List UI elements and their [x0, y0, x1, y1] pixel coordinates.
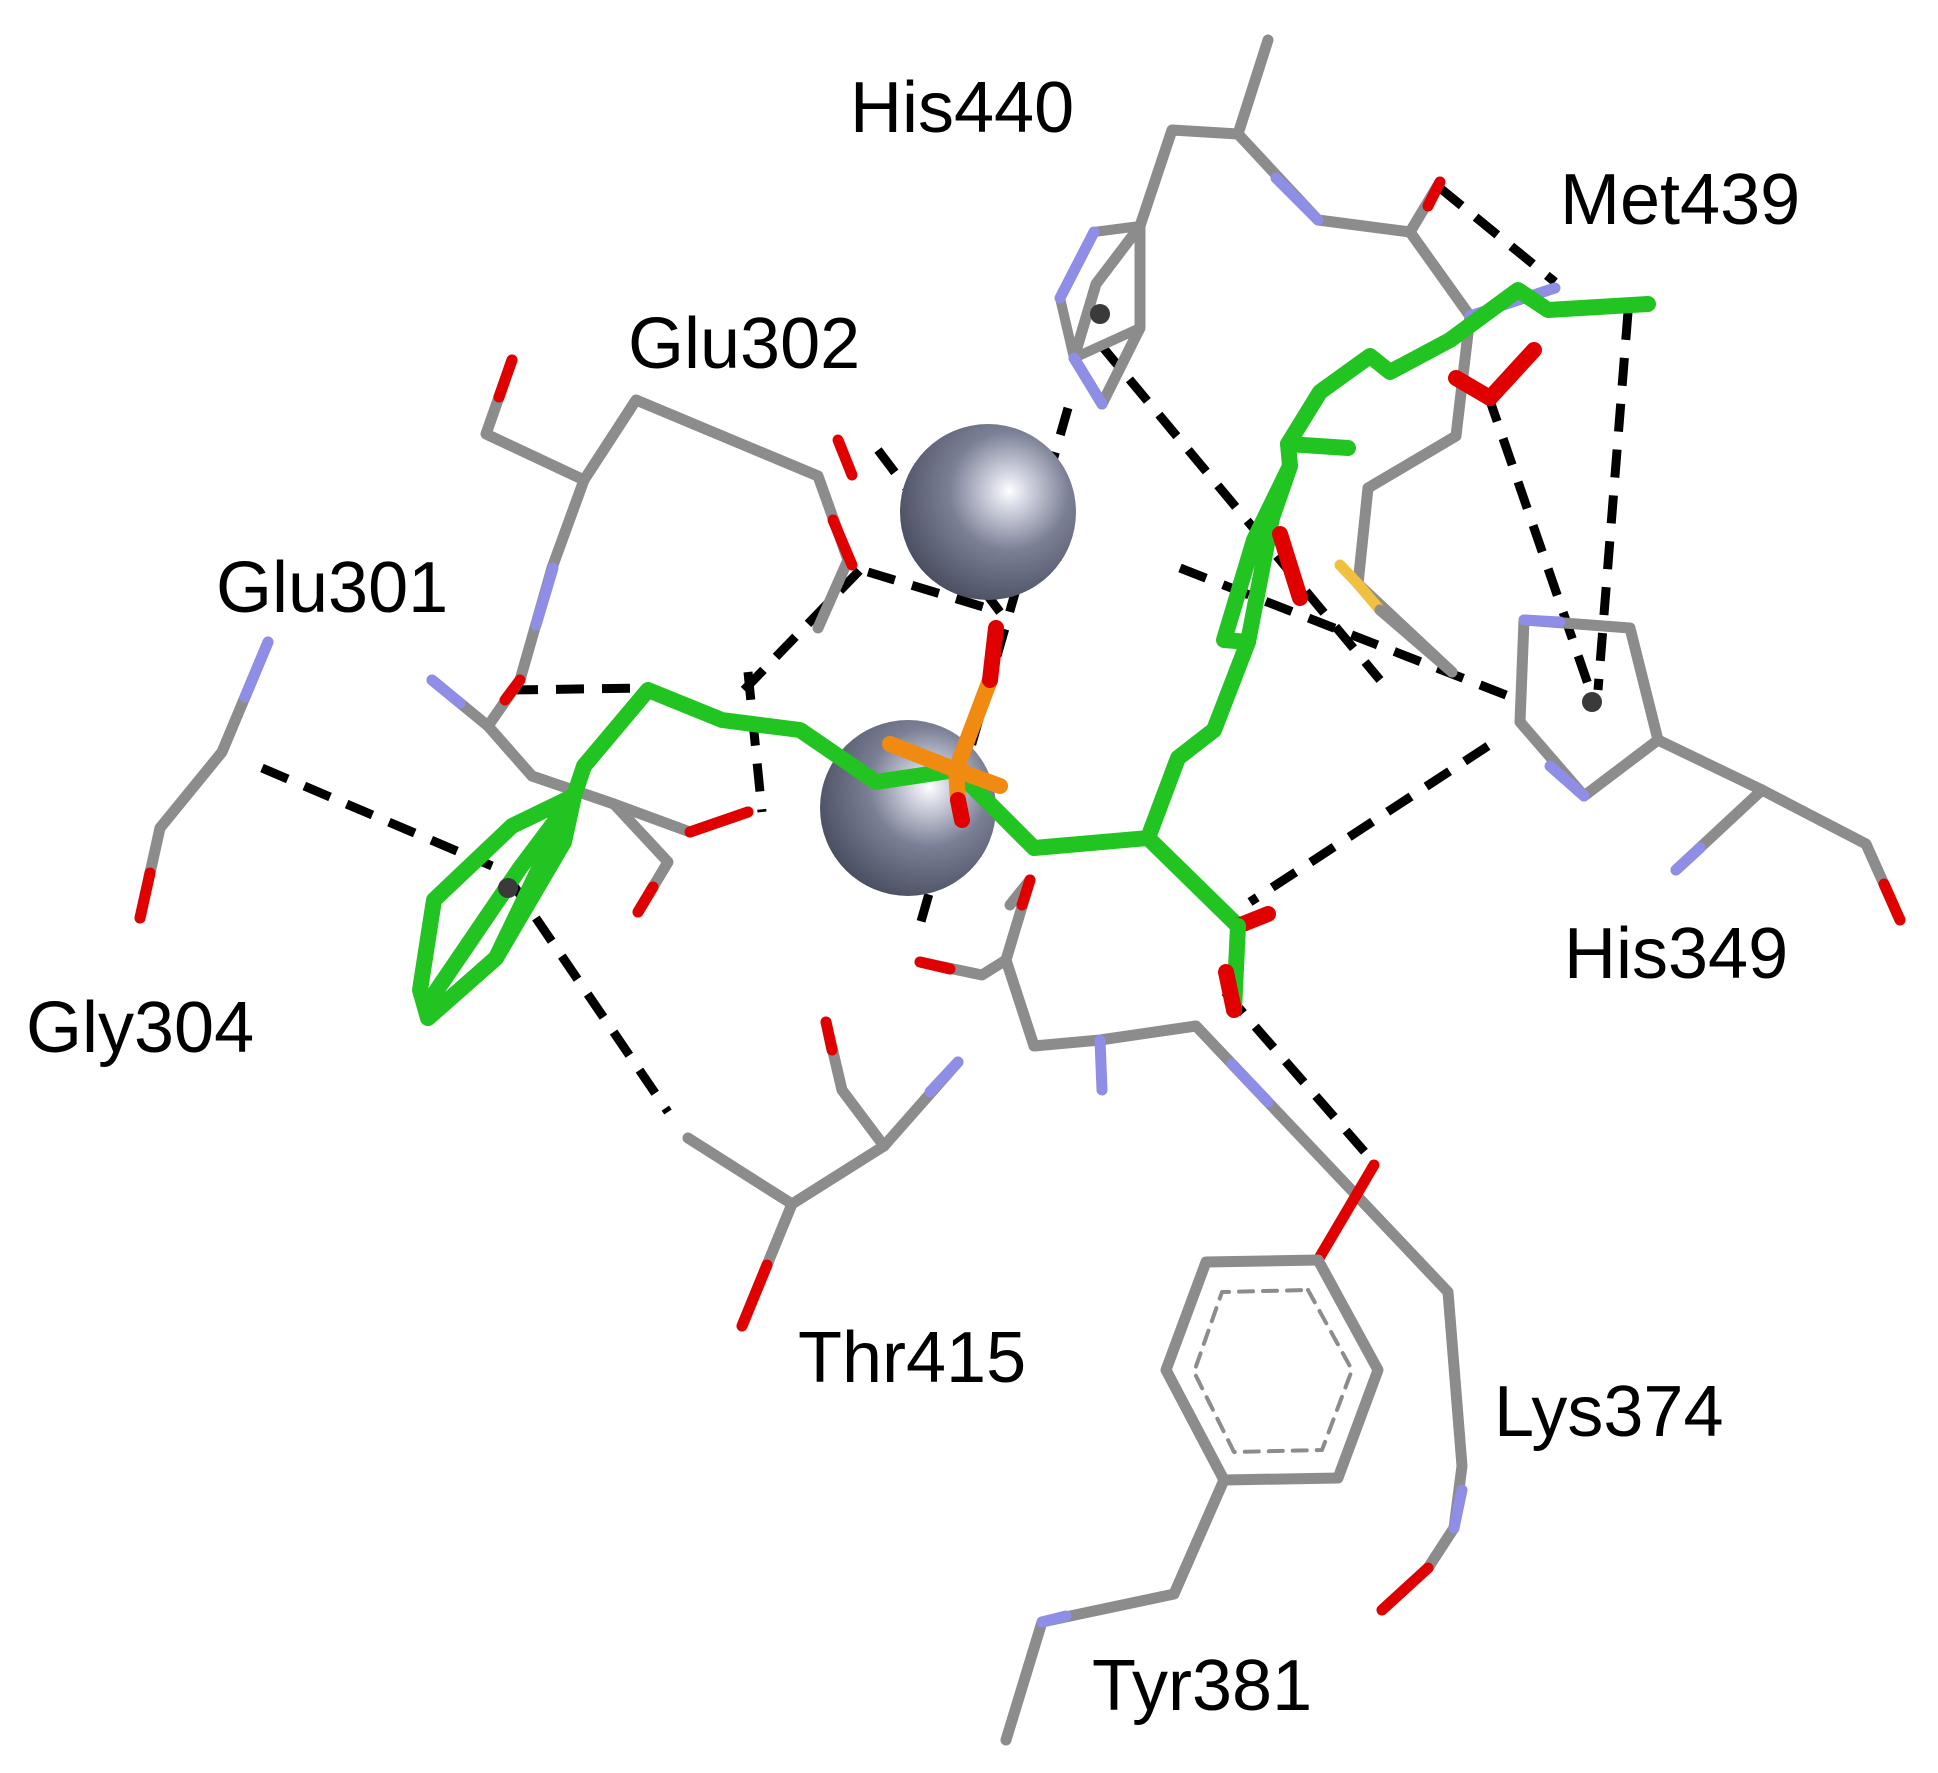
residue-his440-sticks — [1054, 34, 1561, 678]
residue-his349-sticks — [1514, 614, 1906, 926]
label-glu302: Glu302 — [628, 304, 861, 384]
ligand-molecule — [412, 282, 1656, 1026]
label-met439: Met439 — [1560, 160, 1801, 240]
label-gly304: Gly304 — [26, 988, 255, 1068]
residue-loop-sticks — [914, 874, 1468, 1616]
residue-glu301-glu302-sticks — [426, 354, 858, 918]
label-tyr381: Tyr381 — [1092, 1646, 1313, 1726]
metal-ions — [820, 424, 1076, 896]
centroid-his349 — [1582, 692, 1602, 712]
zinc-ion-upper — [900, 424, 1076, 600]
centroid-phenyl — [498, 878, 518, 898]
protein-residues — [134, 34, 1906, 1746]
label-glu301: Glu301 — [216, 548, 449, 628]
label-his440: His440 — [850, 68, 1075, 148]
interaction-lines — [260, 184, 1633, 1161]
phosphonate-group — [882, 620, 1008, 828]
residue-tyr381-sticks — [1000, 1159, 1384, 1746]
label-lys374: Lys374 — [1494, 1372, 1724, 1452]
centroid-markers — [498, 304, 1602, 898]
centroid-his440 — [1090, 304, 1110, 324]
residue-thr415-sticks — [682, 1016, 964, 1332]
label-his349: His349 — [1564, 914, 1789, 994]
label-thr415: Thr415 — [798, 1318, 1027, 1398]
residue-gly304-sticks — [134, 636, 274, 924]
